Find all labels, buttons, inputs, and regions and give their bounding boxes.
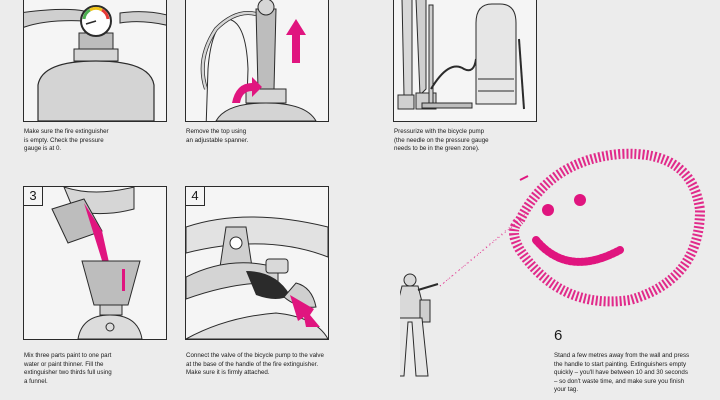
step-number: 3 (24, 187, 43, 206)
arrow-up-icon (286, 19, 306, 63)
funnel-illustration (51, 187, 143, 339)
step-3-panel: 3 (23, 186, 167, 340)
step-1-caption: Make sure the fire extinguisher is empty… (24, 128, 109, 153)
smiley-spray-icon (509, 148, 706, 307)
step-6-caption: Stand a few metres away from the wall an… (554, 352, 690, 394)
extinguisher-top-illustration (24, 5, 166, 121)
valve-connection-illustration (186, 216, 328, 339)
step-pressurize-caption: Pressurize with the bicycle pump (the ne… (394, 128, 489, 153)
spray-scene-illustration (400, 148, 706, 377)
spanner-illustration (200, 0, 317, 121)
step-2-caption: Remove the top using an adjustable spann… (186, 128, 249, 144)
step-pressurize-panel (393, 0, 537, 122)
step-3-caption: Mix three parts paint to one part water … (24, 352, 112, 385)
push-arrow-icon (290, 295, 320, 327)
bicycle-pump-illustration (397, 0, 525, 110)
step-4-caption: Connect the valve of the bicycle pump to… (186, 352, 324, 377)
curved-arrow-icon (232, 77, 262, 103)
step-number: 4 (186, 187, 205, 206)
step-2-panel (185, 0, 329, 122)
step-1-panel (23, 0, 167, 122)
step-4-panel: 4 (185, 186, 329, 340)
person-illustration (400, 273, 439, 377)
step-6-number: 6 (554, 327, 563, 344)
funnel-icon (81, 260, 141, 306)
